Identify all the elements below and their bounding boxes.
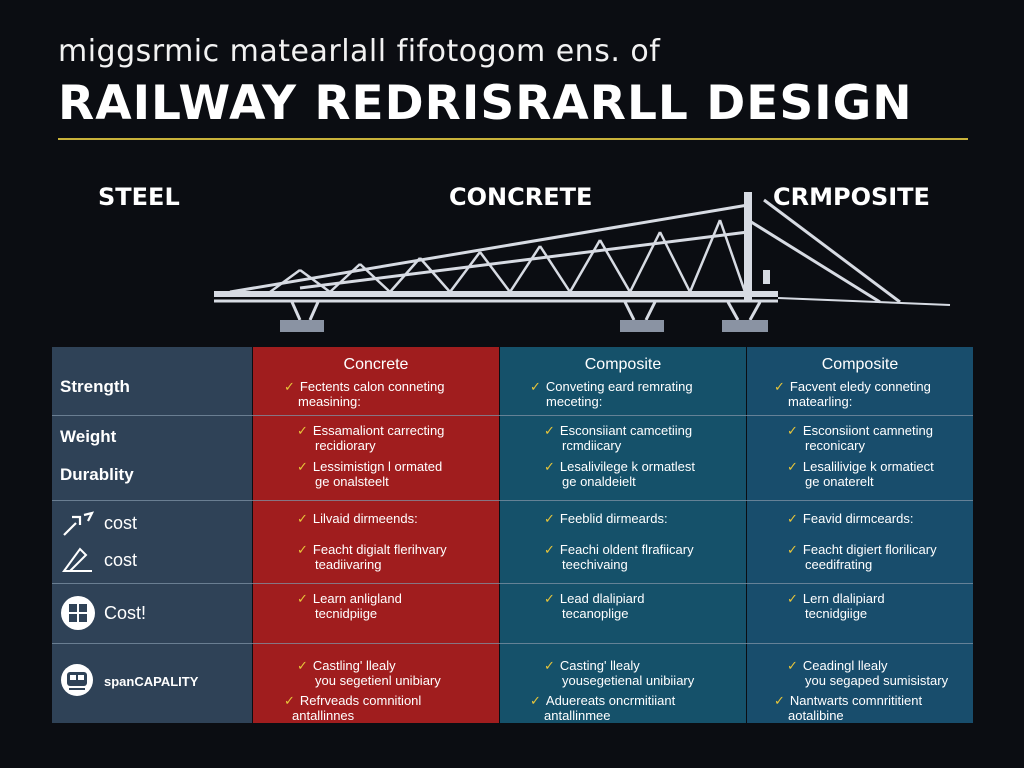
check-icon: ✓ xyxy=(544,591,555,606)
check-icon: ✓ xyxy=(787,591,798,606)
title-rule xyxy=(58,138,968,140)
row-divider xyxy=(52,500,973,501)
check-icon: ✓ xyxy=(787,511,798,526)
check-icon: ✓ xyxy=(787,658,798,673)
cell-cost-composite-2: ✓Feavid dirmceards: xyxy=(787,511,914,526)
page-subtitle: miggsrmic matearlall fifotogom ens. of xyxy=(58,34,661,69)
check-icon: ✓ xyxy=(544,658,555,673)
check-icon: ✓ xyxy=(284,379,295,394)
concrete-column xyxy=(253,347,499,723)
check-icon: ✓ xyxy=(774,693,785,708)
check-icon: ✓ xyxy=(297,511,308,526)
row-label-cost-1: cost xyxy=(104,513,138,533)
row-label-strength: Strength xyxy=(60,377,130,396)
material-label-concrete: CONCRETE xyxy=(449,183,593,211)
cell-cost-composite: ✓Feeblid dirmeards: xyxy=(544,511,668,526)
check-icon: ✓ xyxy=(297,591,308,606)
train-icon xyxy=(61,664,93,696)
row-label-weight: Weight xyxy=(60,427,117,446)
check-icon: ✓ xyxy=(297,459,308,474)
wrench-icon xyxy=(63,511,94,536)
row-label-span-capacity: spanCAPALITY xyxy=(104,674,199,689)
cell-cost-concrete: ✓Lilvaid dirmeends: xyxy=(297,511,418,526)
check-icon: ✓ xyxy=(530,693,541,708)
composite-column-1 xyxy=(500,347,746,723)
pen-icon xyxy=(62,547,92,572)
row-divider xyxy=(52,415,973,416)
steel-column xyxy=(52,347,252,723)
composite-column-2 xyxy=(747,347,973,723)
check-icon: ✓ xyxy=(544,459,555,474)
check-icon: ✓ xyxy=(297,658,308,673)
grid-icon xyxy=(61,596,95,630)
comparison-table: Concrete Composite Composite Strength We… xyxy=(52,347,973,723)
check-icon: ✓ xyxy=(297,542,308,557)
column-header-composite: Composite xyxy=(584,356,662,373)
check-icon: ✓ xyxy=(787,459,798,474)
page-title: RAILWAY REDRISRARLL DESIGN xyxy=(58,76,913,131)
check-icon: ✓ xyxy=(787,542,798,557)
column-header-composite-2: Composite xyxy=(821,356,899,373)
check-icon: ✓ xyxy=(297,423,308,438)
row-divider xyxy=(52,583,973,584)
check-icon: ✓ xyxy=(544,511,555,526)
check-icon: ✓ xyxy=(544,423,555,438)
row-divider xyxy=(52,643,973,644)
check-icon: ✓ xyxy=(774,379,785,394)
check-icon: ✓ xyxy=(284,693,295,708)
check-icon: ✓ xyxy=(787,423,798,438)
check-icon: ✓ xyxy=(530,379,541,394)
row-label-cost-3: Cost! xyxy=(104,603,147,623)
check-icon: ✓ xyxy=(544,542,555,557)
row-label-cost-2: cost xyxy=(104,550,138,570)
material-label-steel: STEEL xyxy=(98,183,180,211)
column-header-concrete: Concrete xyxy=(343,356,409,373)
material-label-composite: CRMPOSITE xyxy=(773,183,930,211)
bridge-illustration xyxy=(214,192,951,332)
row-label-durability: Durablity xyxy=(60,465,134,484)
